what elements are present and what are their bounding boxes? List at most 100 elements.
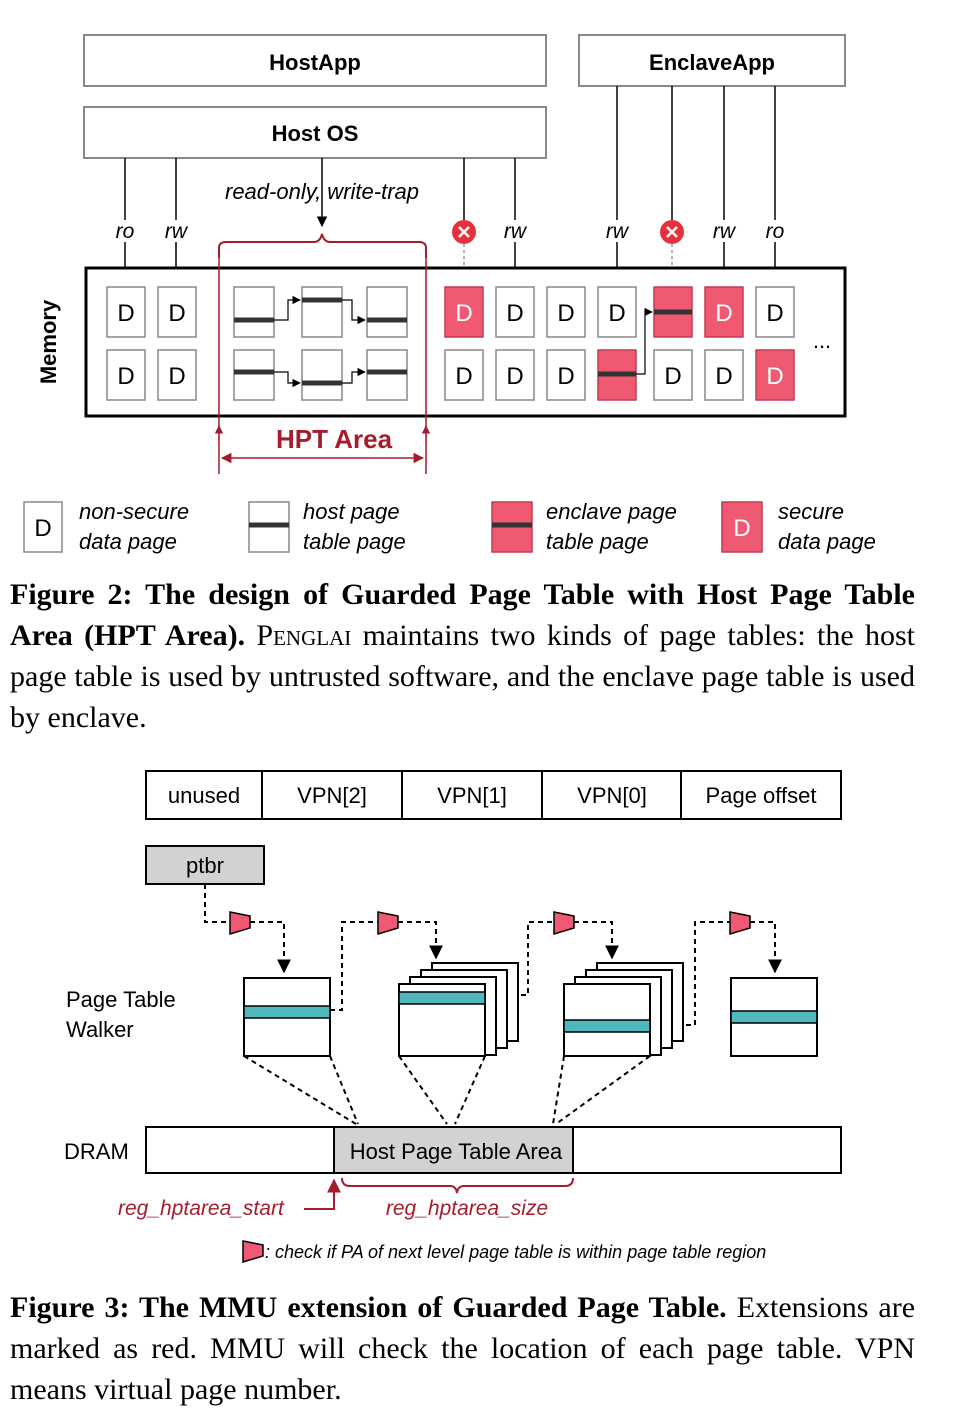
host-page-table-page: [366, 349, 408, 401]
page-letter: D: [117, 300, 134, 327]
figure-2: HostApp Host OS EnclaveApp read-only, wr…: [23, 34, 876, 554]
dram-label: DRAM: [64, 1139, 129, 1164]
reg-size-label: reg_hptarea_size: [386, 1197, 548, 1220]
ptbr-register: [145, 845, 265, 885]
enclave-app-label: EnclaveApp: [649, 50, 775, 75]
page-letter: D: [506, 363, 523, 390]
page-letter: D: [608, 300, 625, 327]
legend: D non-secure data page host page table p…: [23, 499, 876, 554]
host-app-label: HostApp: [269, 50, 361, 75]
page-letter: D: [766, 363, 783, 390]
page-letter: D: [168, 363, 185, 390]
host-page-table-area: [333, 1126, 574, 1174]
page-letter: D: [455, 300, 472, 327]
non-secure-data-page: [704, 349, 744, 401]
va-field: VPN[2]: [297, 783, 367, 808]
non-secure-data-page: [495, 286, 535, 338]
legend-label: table page: [546, 529, 649, 554]
secure-data-page: [704, 286, 744, 338]
perm-label: rw: [713, 220, 737, 243]
page-letter: D: [506, 300, 523, 327]
legend-secure-swatch: [721, 501, 763, 553]
reg-start-label: reg_hptarea_start: [118, 1197, 285, 1220]
non-secure-data-page: [546, 286, 586, 338]
check-icon: [729, 911, 751, 936]
non-secure-data-page: [444, 349, 484, 401]
ptbr-label: ptbr: [186, 853, 224, 878]
va-field: VPN[1]: [437, 783, 507, 808]
caption-text: maintains two kinds of page tables: the …: [10, 619, 915, 734]
check-note: : check if PA of next level page table i…: [265, 1242, 766, 1262]
enclave-app-box: [578, 34, 846, 87]
host-page-table-page: [233, 349, 275, 401]
deny-icon: [660, 220, 684, 244]
page-letter: D: [168, 300, 185, 327]
check-icon: [229, 911, 251, 936]
legend-non-secure-swatch: [23, 501, 63, 553]
legend-label: non-secure: [79, 499, 189, 524]
perm-label: ro: [116, 220, 135, 243]
page-letter: D: [664, 363, 681, 390]
non-secure-data-page: [755, 286, 795, 338]
legend-label: table page: [303, 529, 406, 554]
page-letter: D: [557, 300, 574, 327]
virtual-address-fields: unused VPN[2] VPN[1] VPN[0] Page offset: [145, 770, 842, 820]
legend-label: data page: [79, 529, 177, 554]
non-secure-data-page: [597, 286, 637, 338]
check-icon: [553, 911, 575, 936]
perm-label: rw: [504, 220, 528, 243]
va-field: unused: [168, 783, 240, 808]
non-secure-data-page: [157, 349, 197, 401]
system-name: Penglai: [256, 619, 352, 652]
secure-data-page: [444, 286, 484, 338]
legend-label: host page: [303, 499, 400, 524]
non-secure-data-page: [546, 349, 586, 401]
figure-3-caption: Figure 3: The MMU extension of Guarded P…: [10, 1287, 915, 1410]
va-field: Page offset: [706, 783, 817, 808]
non-secure-data-page: [106, 349, 146, 401]
legend-label: data page: [778, 529, 876, 554]
figure-2-caption: Figure 2: The design of Guarded Page Tab…: [10, 574, 915, 738]
size-brace: [341, 1177, 574, 1194]
caption-bold: Figure 2: The design of Guarded Page Tab…: [10, 578, 915, 652]
hpt-brace: [218, 233, 427, 258]
blocked-arrows: [458, 244, 678, 287]
perm-label: ro: [766, 220, 785, 243]
non-secure-data-page: [157, 286, 197, 338]
page-letter: D: [455, 363, 472, 390]
page-letter: D: [34, 515, 51, 542]
page-letter: D: [557, 363, 574, 390]
page-letter: D: [715, 363, 732, 390]
deny-icon: [452, 220, 476, 244]
caption-text: Extensions are marked as red. MMU will c…: [10, 1291, 916, 1406]
perm-label: rw: [165, 220, 189, 243]
secure-data-page: [755, 349, 795, 401]
start-pointer: [304, 1178, 341, 1210]
non-secure-data-page: [653, 349, 693, 401]
page-letter: D: [733, 515, 750, 542]
page-letter: D: [117, 363, 134, 390]
ptw-label: Walker: [66, 1017, 134, 1042]
figure-3: unused VPN[2] VPN[1] VPN[0] Page offset …: [64, 770, 842, 1264]
check-icon: [377, 911, 399, 936]
mapping-lines: [243, 1055, 651, 1125]
check-icon: [242, 1240, 264, 1264]
page-letter: D: [766, 300, 783, 327]
host-page-table-page: [366, 286, 408, 338]
memory-label: Memory: [36, 299, 61, 384]
non-secure-data-page: [106, 286, 146, 338]
va-field: VPN[0]: [577, 783, 647, 808]
legend-label: enclave page: [546, 499, 677, 524]
more-pages-ellipsis: ...: [813, 328, 831, 353]
page-letter: D: [715, 300, 732, 327]
hpt-area-label: Host Page Table Area: [350, 1139, 563, 1164]
host-os-label: Host OS: [272, 121, 359, 146]
host-app-box: [83, 34, 547, 87]
host-page-table-page: [233, 286, 275, 338]
caption-bold: Figure 3: The MMU extension of Guarded P…: [10, 1291, 727, 1324]
host-os-box: [83, 106, 547, 159]
host-page-table-page: [301, 286, 343, 338]
hpt-area-label: HPT Area: [276, 424, 393, 454]
legend-label: secure: [778, 499, 844, 524]
